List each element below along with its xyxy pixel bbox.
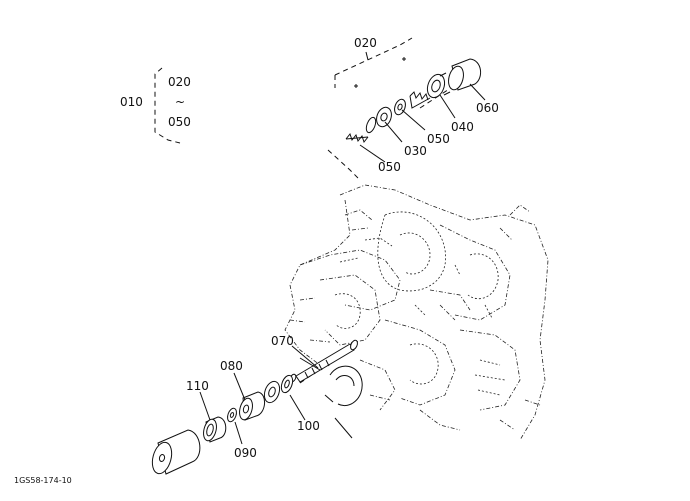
drawing-code: 1GS58-174-10 (14, 476, 72, 485)
label-110: 110 (186, 379, 209, 393)
label-060: 060 (476, 101, 499, 115)
label-050-bracket: 050 (168, 115, 191, 129)
label-010: 010 (120, 95, 143, 109)
label-030: 030 (404, 144, 427, 158)
washer-100 (280, 374, 294, 394)
bushing-040 (426, 72, 451, 99)
label-020-top: 020 (354, 36, 377, 50)
cap-060 (448, 58, 482, 91)
bearing-080 (239, 391, 265, 421)
upper-leaders (359, 83, 486, 163)
bushing-110 (203, 416, 227, 443)
rivet-marks (354, 57, 406, 88)
label-020-bracket: 020 (168, 75, 191, 89)
label-tilde: ~ (175, 95, 185, 109)
label-050-right: 050 (427, 132, 450, 146)
spring-050-right (409, 91, 431, 109)
label-050-left: 050 (378, 160, 401, 174)
lower-leaders (199, 345, 319, 445)
label-100: 100 (297, 419, 320, 433)
ring-090 (227, 407, 237, 423)
engine-housing-outline (284, 184, 549, 441)
gear-lower (263, 380, 281, 404)
label-080: 080 (220, 359, 243, 373)
shaft-070 (295, 339, 358, 383)
label-040: 040 (451, 120, 474, 134)
group-020-bracket (327, 37, 413, 181)
washer-050-right (394, 98, 406, 116)
label-070: 070 (271, 334, 294, 348)
cap-lower (151, 429, 201, 475)
group-010-bracket (154, 67, 181, 144)
gear-030 (376, 106, 392, 128)
spring-050-left (345, 132, 369, 144)
label-090: 090 (234, 446, 257, 460)
washer-050-left (365, 116, 377, 134)
